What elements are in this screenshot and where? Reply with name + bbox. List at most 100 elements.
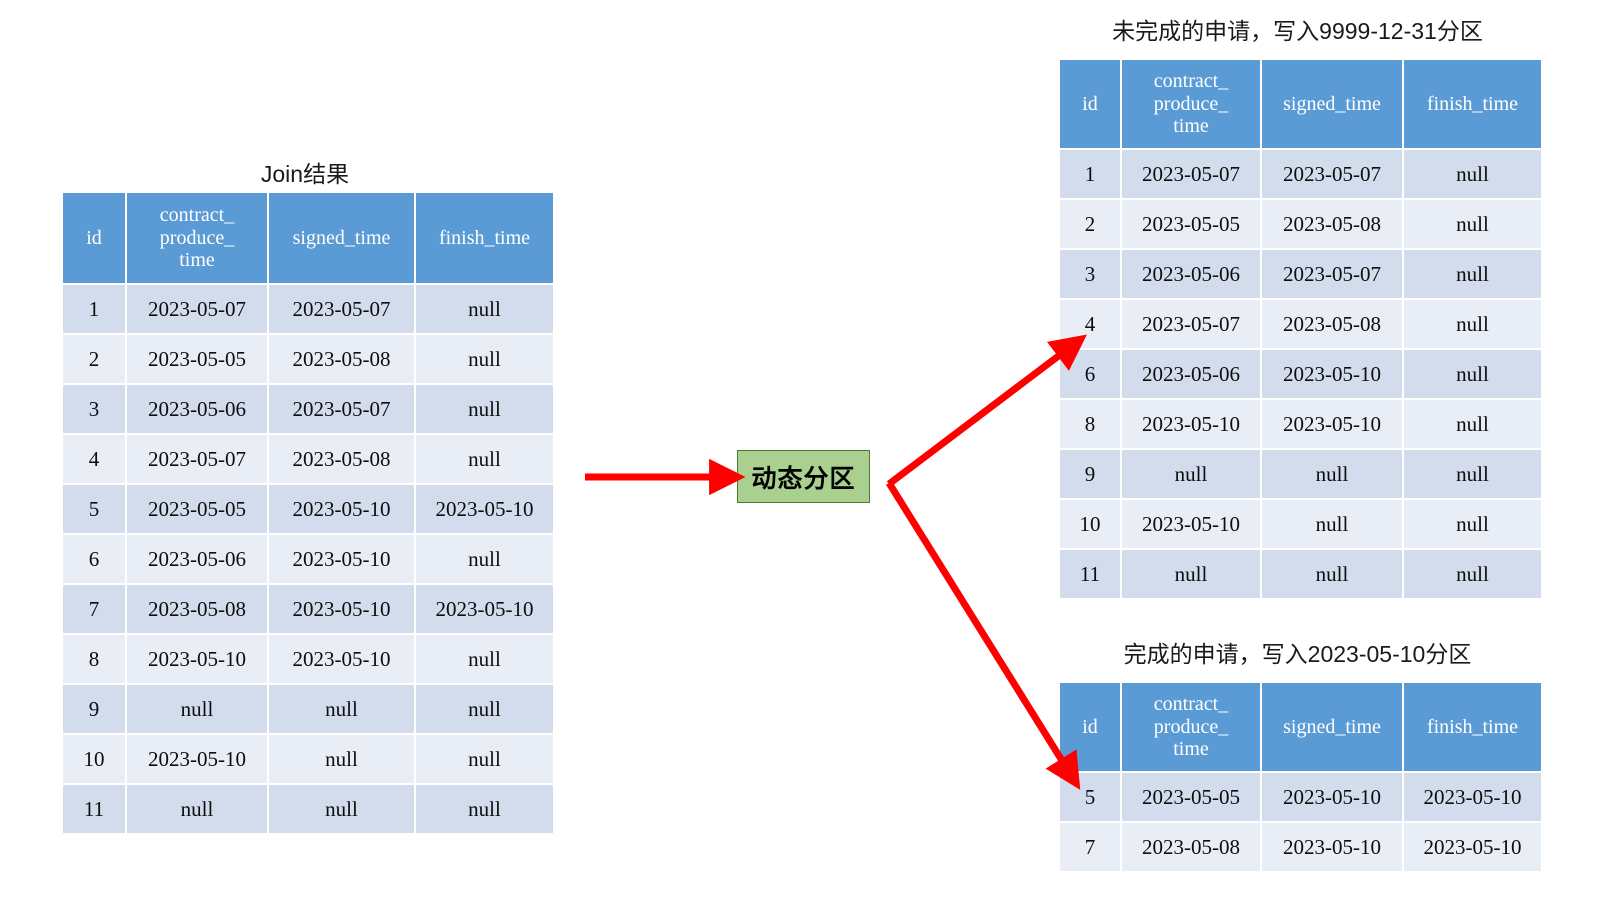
table-cell: 2023-05-08 (1262, 200, 1402, 248)
table-cell: null (1404, 200, 1541, 248)
table-cell: 2023-05-10 (127, 635, 267, 683)
table-cell: 2023-05-06 (127, 535, 267, 583)
table-cell: 2023-05-05 (127, 485, 267, 533)
cell-id: 10 (1060, 500, 1120, 548)
table-cell: 2023-05-07 (269, 385, 414, 433)
table-cell: 2023-05-10 (1404, 823, 1541, 871)
column-header-finish-time: finish_time (416, 193, 553, 283)
table-cell: null (1404, 250, 1541, 298)
column-header-signed-time: signed_time (1262, 60, 1402, 148)
table-header-row: id contract_ produce_ time signed_time f… (63, 193, 553, 283)
table-cell: null (416, 785, 553, 833)
table-cell: null (1262, 550, 1402, 598)
table-cell: 2023-05-05 (127, 335, 267, 383)
cell-id: 9 (63, 685, 125, 733)
table-cell: 2023-05-08 (127, 585, 267, 633)
table-cell: 2023-05-08 (1122, 823, 1260, 871)
table-cell: 2023-05-07 (1122, 300, 1260, 348)
table-cell: 2023-05-10 (1262, 400, 1402, 448)
table-cell: 2023-05-10 (269, 485, 414, 533)
dynamic-partition-process-box[interactable]: 动态分区 (737, 450, 870, 503)
table-cell: 2023-05-08 (1262, 300, 1402, 348)
column-header-id: id (63, 193, 125, 283)
table-cell: 2023-05-07 (127, 285, 267, 333)
table-cell: null (1404, 400, 1541, 448)
cell-id: 7 (1060, 823, 1120, 871)
cell-id: 5 (1060, 773, 1120, 821)
table-cell: null (1404, 500, 1541, 548)
table-cell: null (1404, 450, 1541, 498)
table-cell: 2023-05-07 (1262, 250, 1402, 298)
table-cell: null (416, 535, 553, 583)
table-cell: null (416, 735, 553, 783)
table-cell: null (416, 635, 553, 683)
table-cell: null (416, 685, 553, 733)
table-cell: 2023-05-06 (1122, 250, 1260, 298)
table-header-row: id contract_ produce_ time signed_time f… (1060, 60, 1541, 148)
table-cell: null (1404, 300, 1541, 348)
column-header-id: id (1060, 60, 1120, 148)
table-cell: null (1404, 550, 1541, 598)
column-header-contract-produce-time: contract_ produce_ time (1122, 60, 1260, 148)
cell-id: 5 (63, 485, 125, 533)
table-cell: 2023-05-06 (1122, 350, 1260, 398)
column-header-finish-time: finish_time (1404, 60, 1541, 148)
table-cell: null (416, 435, 553, 483)
cell-id: 2 (63, 335, 125, 383)
cell-id: 6 (1060, 350, 1120, 398)
table-cell: 2023-05-10 (1122, 500, 1260, 548)
column-header-signed-time: signed_time (269, 193, 414, 283)
cell-id: 7 (63, 585, 125, 633)
table-header-row: id contract_ produce_ time signed_time f… (1060, 683, 1541, 771)
table-cell: 2023-05-10 (416, 485, 553, 533)
finished-partition-table: id contract_ produce_ time signed_time f… (1058, 681, 1543, 873)
table-cell: null (416, 285, 553, 333)
table-cell: null (416, 385, 553, 433)
table-cell: 2023-05-06 (127, 385, 267, 433)
table-cell: null (269, 785, 414, 833)
table-cell: 2023-05-05 (1122, 200, 1260, 248)
cell-id: 1 (63, 285, 125, 333)
table-cell: 2023-05-10 (269, 635, 414, 683)
table-cell: null (416, 335, 553, 383)
cell-id: 10 (63, 735, 125, 783)
arrow-process-to-unfinished (886, 334, 1087, 487)
cell-id: 8 (1060, 400, 1120, 448)
join-table-title: Join结果 (260, 161, 350, 187)
table-cell: null (127, 785, 267, 833)
unfinished-table-title: 未完成的申请，写入9999-12-31分区 (1112, 18, 1483, 44)
column-header-contract-produce-time: contract_ produce_ time (127, 193, 267, 283)
column-header-signed-time: signed_time (1262, 683, 1402, 771)
table-cell: null (1122, 450, 1260, 498)
table-cell: 2023-05-08 (269, 335, 414, 383)
table-cell: 2023-05-10 (1262, 350, 1402, 398)
table-cell: 2023-05-10 (127, 735, 267, 783)
cell-id: 11 (63, 785, 125, 833)
cell-id: 3 (63, 385, 125, 433)
table-cell: 2023-05-10 (1262, 823, 1402, 871)
table-cell: null (127, 685, 267, 733)
cell-id: 11 (1060, 550, 1120, 598)
unfinished-partition-table: id contract_ produce_ time signed_time f… (1058, 58, 1543, 600)
cell-id: 9 (1060, 450, 1120, 498)
table-cell: 2023-05-07 (1262, 150, 1402, 198)
